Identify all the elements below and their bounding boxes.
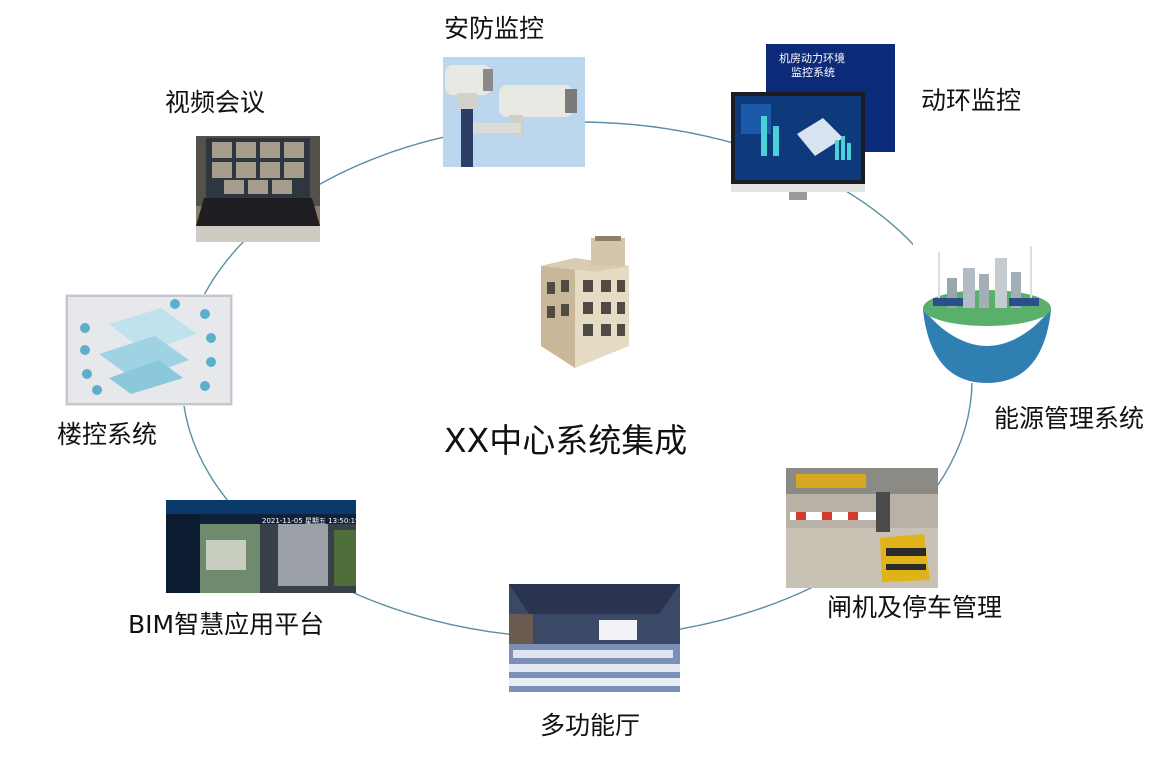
- screen-title-line1: 机房动力环境: [779, 52, 845, 65]
- building-control-diagram-icon: [65, 294, 233, 406]
- node-label: 视频会议: [165, 88, 266, 117]
- node-label: 动环监控: [921, 86, 1022, 115]
- node-label: 楼控系统: [57, 420, 158, 449]
- node-label: 安防监控: [444, 14, 545, 43]
- node-label: 多功能厅: [540, 711, 641, 740]
- video-conference-laptop-icon: [196, 136, 320, 242]
- node-label: BIM智慧应用平台: [128, 610, 325, 639]
- green-energy-globe-icon: [913, 238, 1061, 383]
- center-title: XX中心系统集成: [444, 421, 688, 460]
- bim-platform-screen-icon: 2021-11-05 星期五 13:50:19: [166, 500, 356, 593]
- node-label: 能源管理系统: [994, 404, 1145, 433]
- conference-hall-icon: [509, 584, 680, 692]
- building-icon: [541, 236, 629, 368]
- monitoring-dashboard-icon: 机房动力环境 监控系统: [731, 44, 896, 204]
- screen-title-line2: 监控系统: [791, 66, 835, 79]
- node-label: 闸机及停车管理: [827, 593, 1003, 622]
- screen-timestamp: 2021-11-05 星期五 13:50:19: [262, 517, 356, 525]
- parking-barrier-icon: [786, 468, 938, 588]
- cctv-camera-icon: [443, 57, 585, 167]
